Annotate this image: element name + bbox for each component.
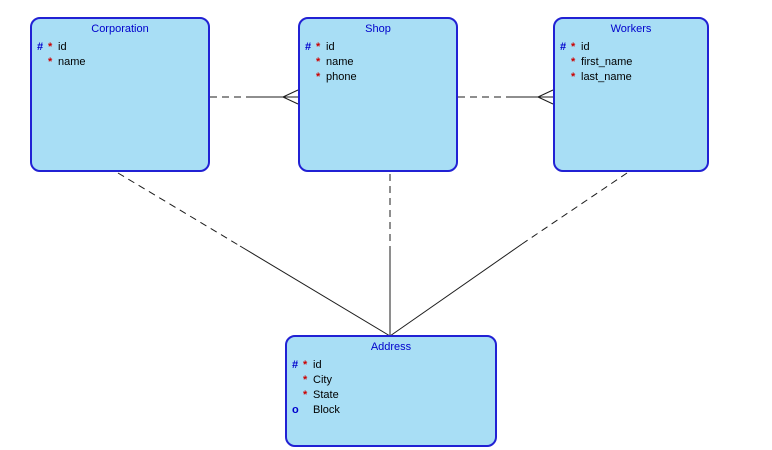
attribute-row: * phone (305, 70, 452, 85)
attribute-row: # * id (292, 358, 491, 373)
attribute-list: # * id * name (32, 38, 208, 70)
entity-corporation[interactable]: Corporation # * id * name (30, 17, 210, 172)
key-symbol: # (305, 41, 312, 53)
mandatory-symbol: * (571, 56, 576, 68)
attribute-name: last_name (581, 71, 632, 83)
attribute-list: # * id * first_name * last_name (555, 38, 707, 85)
entity-title: Workers (610, 23, 652, 35)
mandatory-symbol: * (571, 41, 576, 53)
attribute-name: phone (326, 71, 357, 83)
attribute-row: * last_name (560, 70, 703, 85)
attribute-row: * State (292, 388, 491, 403)
entity-address[interactable]: Address # * id * City * State o Block (285, 335, 497, 447)
attribute-name: State (313, 389, 339, 401)
key-symbol: # (560, 41, 567, 53)
attribute-name: name (326, 56, 354, 68)
attribute-row: o Block (292, 403, 491, 418)
attribute-name: first_name (581, 56, 633, 68)
attribute-row: * first_name (560, 55, 703, 70)
relationship-corporation-address[interactable] (117, 172, 391, 337)
attribute-list: # * id * name * phone (300, 38, 456, 85)
mandatory-symbol: * (303, 359, 308, 371)
crow-foot-icon (282, 89, 299, 105)
key-symbol: # (292, 359, 299, 371)
relationship-corporation-shop[interactable] (210, 89, 299, 105)
relationship-workers-address[interactable] (389, 172, 628, 337)
attribute-name: City (313, 374, 332, 386)
entity-title: Address (370, 341, 412, 353)
mandatory-symbol: * (48, 56, 53, 68)
entity-shop[interactable]: Shop # * id * name * phone (298, 17, 458, 172)
optional-symbol: o (292, 404, 299, 416)
attribute-name: Block (313, 404, 340, 416)
mandatory-symbol: * (316, 41, 321, 53)
attribute-name: id (581, 41, 590, 53)
mandatory-symbol: * (303, 374, 308, 386)
mandatory-symbol: * (48, 41, 53, 53)
attribute-row: * name (305, 55, 452, 70)
attribute-row: # * id (560, 40, 703, 55)
crow-foot-icon (537, 89, 554, 105)
relationship-shop-workers[interactable] (458, 89, 554, 105)
attribute-name: id (313, 359, 322, 371)
attribute-name: name (58, 56, 86, 68)
attribute-row: # * id (305, 40, 452, 55)
attribute-row: # * id (37, 40, 204, 55)
key-symbol: # (37, 41, 44, 53)
mandatory-symbol: * (316, 71, 321, 83)
entity-title: Shop (365, 23, 391, 35)
entity-title: Corporation (91, 23, 149, 35)
entity-workers[interactable]: Workers # * id * first_name * last_name (553, 17, 709, 172)
attribute-row: * City (292, 373, 491, 388)
mandatory-symbol: * (571, 71, 576, 83)
attribute-name: id (58, 41, 67, 53)
attribute-name: id (326, 41, 335, 53)
attribute-row: * name (37, 55, 204, 70)
mandatory-symbol: * (303, 389, 308, 401)
attribute-list: # * id * City * State o Block (287, 356, 495, 418)
mandatory-symbol: * (316, 56, 321, 68)
